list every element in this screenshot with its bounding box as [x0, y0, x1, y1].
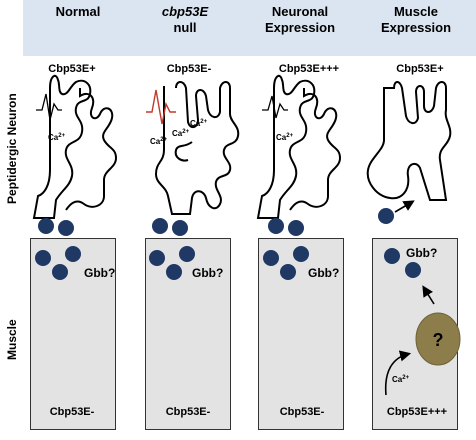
vesicle [58, 220, 74, 236]
vesicle [288, 220, 304, 236]
unknown-factor [415, 312, 461, 366]
vesicle [280, 264, 296, 280]
header-band [23, 0, 476, 56]
neuron-genotype-normal: Cbp53E+ [48, 63, 96, 75]
action-potential-neuronal [262, 95, 288, 119]
release-arrow [394, 200, 415, 213]
neuron-neuronal: Ca2+ [256, 74, 342, 219]
muscle-genotype-null: Cbp53E- [165, 406, 211, 418]
unknown-factor-label: ? [433, 330, 444, 350]
muscle-genotype-neuronal: Cbp53E- [279, 406, 325, 418]
calcium-label-null-1: Ca2+ [190, 119, 208, 128]
vesicle [38, 218, 54, 234]
synaptic-vesicles [38, 208, 394, 236]
neuron-genotype-neuronal: Cbp53E+++ [278, 63, 340, 75]
calcium-label-neuronal: Ca2+ [276, 133, 294, 142]
gbb-label-muscle: Gbb? [406, 246, 438, 260]
neuron-muscle [366, 81, 452, 201]
vesicle [172, 220, 188, 236]
muscle-expression-pathway: ? Ca2+ [384, 200, 461, 396]
vesicle [384, 248, 400, 264]
vesicle [378, 208, 394, 224]
muscle-cell-normal [30, 238, 116, 430]
vesicle [149, 250, 165, 266]
muscle-vesicles [35, 246, 421, 280]
vesicle [179, 246, 195, 262]
signal-arrow [422, 285, 435, 305]
calcium-arrow [384, 350, 412, 396]
neuron-genotype-muscle: Cbp53E+ [396, 63, 444, 75]
neuron-normal: Ca2+ [32, 74, 118, 219]
calcium-label-null-3: Ca2+ [150, 137, 168, 146]
muscle-genotype-normal: Cbp53E- [49, 406, 95, 418]
calcium-label-null-2: Ca2+ [172, 129, 190, 138]
calcium-label-normal: Ca2+ [48, 133, 66, 142]
column-header-normal: Normal [55, 4, 101, 19]
gbb-label-normal: Gbb? [84, 266, 116, 280]
vesicle [52, 264, 68, 280]
muscle-cell-null [145, 238, 231, 430]
column-header-neuronal: Neuronal Expression [264, 4, 336, 35]
gbb-label-neuronal: Gbb? [308, 266, 340, 280]
gbb-label-null: Gbb? [192, 266, 224, 280]
calcium-label-muscle: Ca2+ [392, 375, 410, 384]
vesicle [166, 264, 182, 280]
vesicle [35, 250, 51, 266]
vesicle [152, 218, 168, 234]
vesicle [268, 218, 284, 234]
vesicle [293, 246, 309, 262]
neuron-null: Ca2+ Ca2+ Ca2+ [146, 81, 240, 215]
column-header-null: cbp53E null [161, 4, 209, 35]
vesicle [65, 246, 81, 262]
vesicle [263, 250, 279, 266]
vesicle [405, 262, 421, 278]
muscle-genotype-muscle: Cbp53E+++ [386, 406, 448, 418]
neuron-genotype-null: Cbp53E- [166, 63, 212, 75]
action-potential-null [146, 89, 176, 125]
muscle-cell-neuronal [258, 238, 344, 430]
action-potential-normal [36, 93, 62, 121]
column-header-muscle: Muscle Expression [380, 4, 452, 35]
